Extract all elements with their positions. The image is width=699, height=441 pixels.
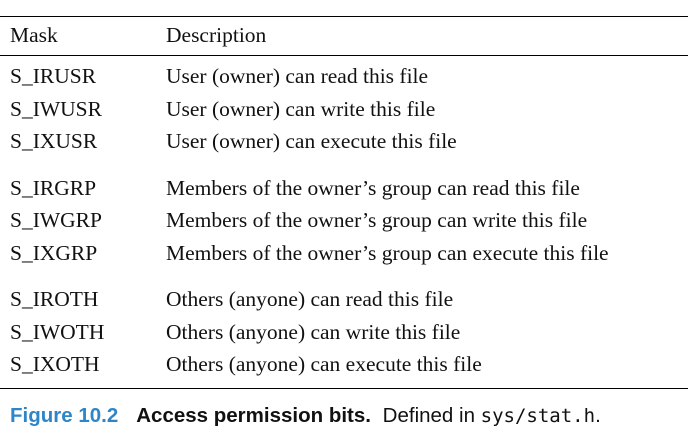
description-cell: Others (anyone) can write this file: [166, 319, 461, 344]
figure-label: Figure 10.2: [10, 404, 119, 427]
caption-text-before: Defined in: [376, 404, 481, 427]
table-group-group: S_IRGRP Members of the owner’s group can…: [0, 159, 688, 271]
table-header-row: Mask Description: [0, 17, 688, 55]
caption-code: sys/stat.h: [480, 405, 596, 427]
mask-cell: S_IXOTH: [10, 352, 100, 377]
mask-cell: S_IXGRP: [10, 240, 98, 265]
caption-title: Access permission bits.: [136, 404, 371, 427]
description-cell: Members of the owner’s group can write t…: [166, 208, 588, 233]
header-mask: Mask: [10, 23, 58, 47]
caption-text-after: .: [595, 404, 601, 427]
table-bottom-rule: [0, 387, 688, 389]
description-cell: Members of the owner’s group can read th…: [166, 175, 580, 200]
mask-cell: S_IWGRP: [10, 208, 102, 233]
permission-bits-table: Mask Description S_IRUSR User (owner) ca…: [0, 16, 688, 389]
description-cell: Members of the owner’s group can execute…: [166, 240, 609, 265]
description-cell: User (owner) can execute this file: [166, 129, 457, 154]
mask-cell: S_IWUSR: [10, 96, 102, 121]
table-top-rule: [0, 16, 688, 17]
table-row: S_IRGRP Members of the owner’s group can…: [0, 173, 688, 206]
table-group-user: S_IRUSR User (owner) can read this file …: [0, 56, 688, 159]
table-header-rule: [0, 55, 688, 56]
description-cell: User (owner) can write this file: [166, 96, 436, 121]
table-row: S_IXOTH Others (anyone) can execute this…: [0, 349, 688, 382]
table-row: S_IWOTH Others (anyone) can write this f…: [0, 317, 688, 350]
mask-cell: S_IROTH: [10, 287, 99, 312]
header-description: Description: [166, 23, 267, 47]
mask-cell: S_IRUSR: [10, 64, 97, 89]
description-cell: Others (anyone) can execute this file: [166, 352, 482, 377]
table-row: S_IROTH Others (anyone) can read this fi…: [0, 284, 688, 317]
description-cell: Others (anyone) can read this file: [166, 287, 454, 312]
mask-cell: S_IRGRP: [10, 175, 97, 200]
mask-cell: S_IWOTH: [10, 319, 105, 344]
table-group-others: S_IROTH Others (anyone) can read this fi…: [0, 270, 688, 388]
description-cell: User (owner) can read this file: [166, 64, 429, 89]
table-row: S_IXUSR User (owner) can execute this fi…: [0, 126, 688, 159]
figure-caption: Figure 10.2 Access permission bits. Defi…: [10, 398, 601, 434]
table-row: S_IRUSR User (owner) can read this file: [0, 61, 688, 94]
mask-cell: S_IXUSR: [10, 129, 98, 154]
table-row: S_IWUSR User (owner) can write this file: [0, 94, 688, 127]
table-row: S_IXGRP Members of the owner’s group can…: [0, 238, 688, 271]
table-row: S_IWGRP Members of the owner’s group can…: [0, 205, 688, 238]
